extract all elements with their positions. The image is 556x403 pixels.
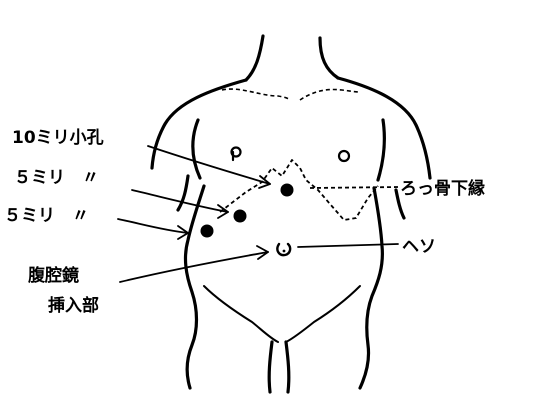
port-dot-10mm	[281, 184, 294, 197]
leg-left-inner	[269, 342, 272, 392]
groin-lines	[204, 286, 360, 342]
label-navel: ヘソ	[402, 237, 436, 257]
label-costal-margin: ろっ骨下縁	[400, 178, 485, 199]
neck-right	[320, 38, 338, 78]
label-laparoscope-line2: 挿入部	[48, 295, 99, 316]
flank-right	[360, 188, 382, 388]
port-dot-5mm-b	[201, 225, 214, 238]
labels: 10ミリ小孔 ５ミリ 〃 ５ミリ 〃 腹腔鏡 挿入部 ろっ骨下縁 ヘソ	[4, 128, 485, 316]
leader-lines	[118, 146, 398, 282]
label-laparoscope-line1: 腹腔鏡	[28, 265, 79, 286]
collarbone-lines	[222, 89, 360, 100]
leader-costal-margin	[310, 187, 400, 188]
nipples	[232, 148, 350, 162]
leg-right-inner	[286, 342, 289, 392]
flank-right-upper	[378, 120, 384, 180]
label-port-5mm-a: ５ミリ 〃	[14, 168, 99, 188]
leader-10mm	[148, 146, 270, 184]
navel-mark	[277, 244, 290, 255]
label-port-10mm: 10ミリ小孔	[12, 128, 104, 148]
nipple-right	[339, 151, 349, 161]
label-port-5mm-b: ５ミリ 〃	[4, 206, 89, 226]
arm-left-inner	[178, 176, 188, 210]
flank-left	[185, 186, 204, 388]
nipple-left	[232, 148, 241, 161]
flank-left-upper	[193, 120, 200, 178]
port-dots	[201, 184, 294, 238]
port-dot-5mm-a	[234, 210, 247, 223]
leader-laparoscope	[120, 252, 268, 282]
neck-left	[246, 36, 263, 80]
